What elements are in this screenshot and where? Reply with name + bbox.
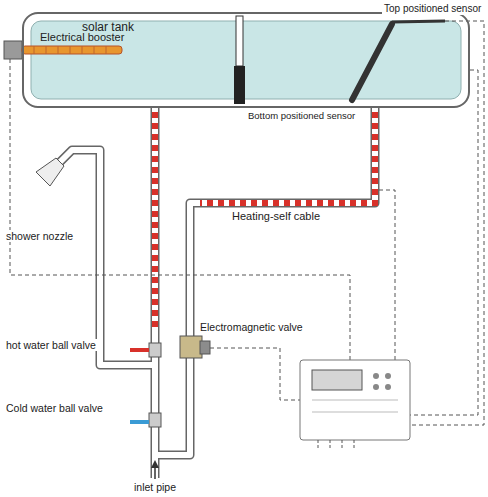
inlet-arrow bbox=[151, 460, 159, 479]
part-label: inlet pipe bbox=[132, 481, 178, 493]
controller bbox=[300, 360, 410, 450]
part-label: hot water ball valve bbox=[4, 339, 98, 351]
signal-wires bbox=[10, 21, 484, 425]
ball-valves bbox=[130, 343, 161, 427]
shower-head bbox=[36, 158, 64, 186]
part-label: shower nozzle bbox=[4, 230, 75, 242]
tank-outline: solar tank bbox=[22, 12, 470, 108]
part-label: Bottom positioned sensor bbox=[246, 111, 357, 122]
bottom-sensor bbox=[234, 16, 245, 104]
part-label: Electromagnetic valve bbox=[198, 321, 305, 333]
part-label: Cold water ball valve bbox=[4, 402, 105, 414]
heating-cable bbox=[155, 112, 375, 330]
top-sensor bbox=[352, 21, 445, 100]
part-label: Electrical booster bbox=[38, 31, 126, 44]
electromagnetic-valve bbox=[180, 336, 210, 358]
part-label: Heating-self cable bbox=[230, 210, 322, 223]
tank-body bbox=[22, 12, 470, 108]
part-label: Top positioned sensor bbox=[382, 3, 483, 15]
